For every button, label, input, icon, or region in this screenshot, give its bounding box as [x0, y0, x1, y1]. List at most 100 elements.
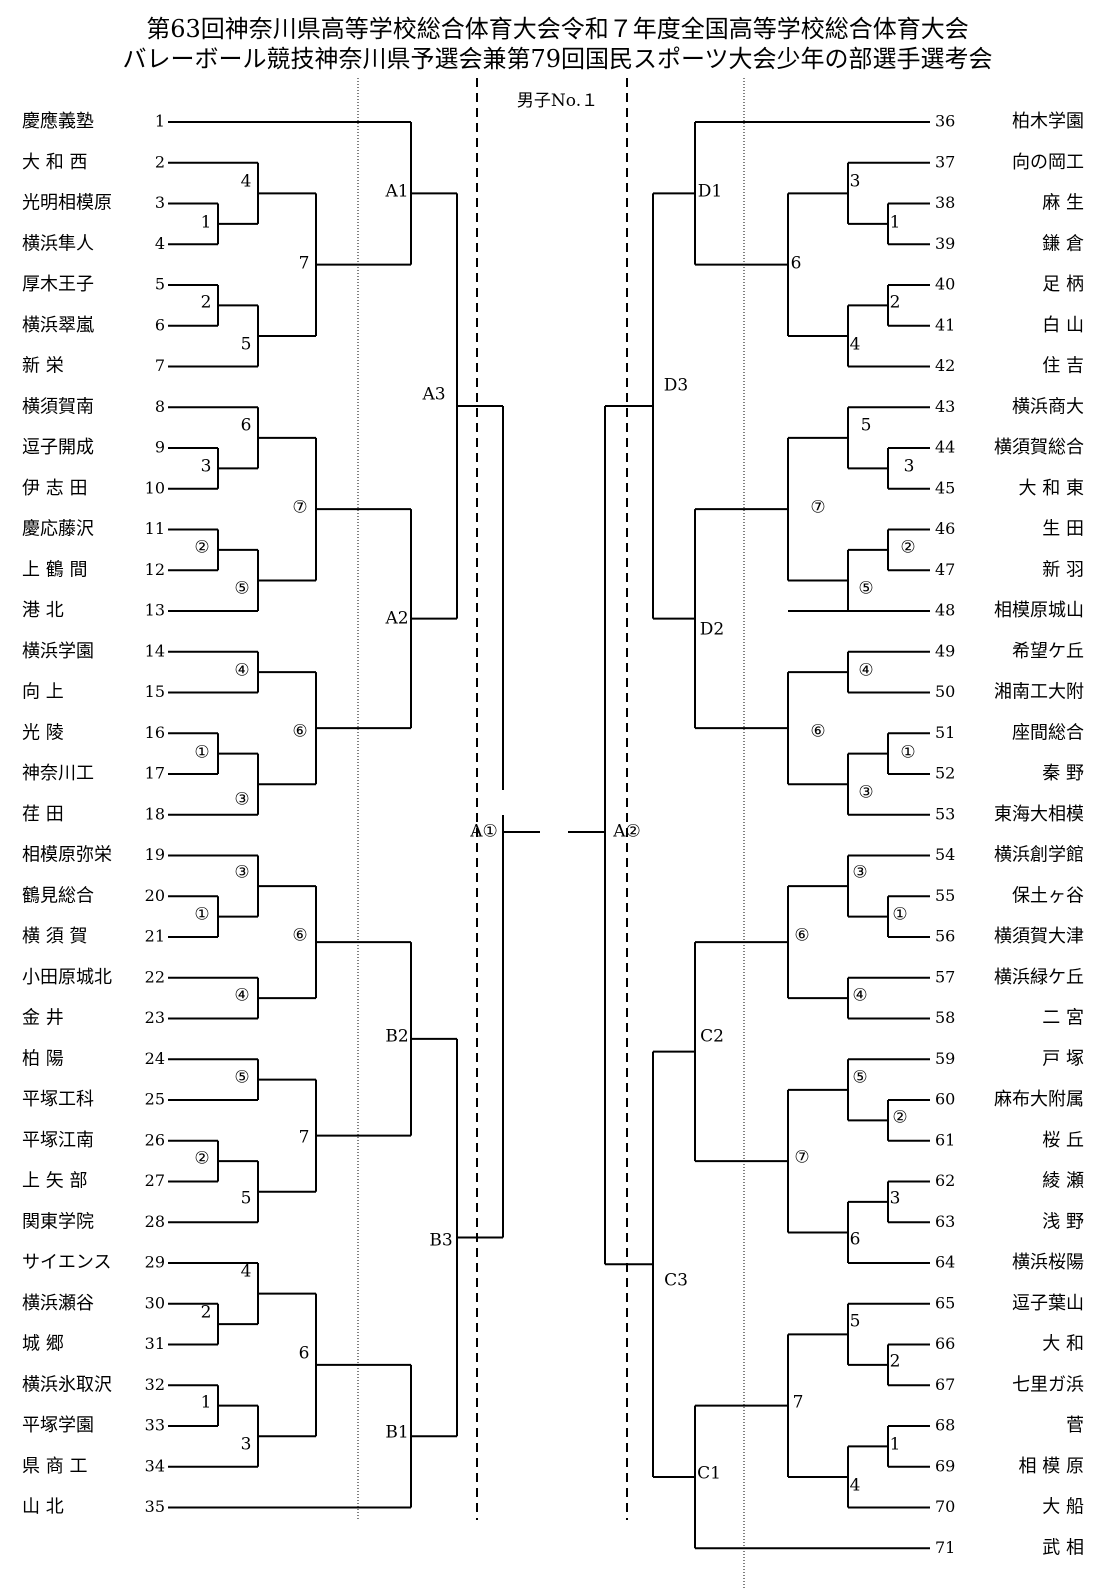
seed-number: 32 — [145, 1375, 165, 1394]
team-name: 城 郷 — [22, 1334, 64, 1355]
seed-number: 66 — [935, 1334, 955, 1353]
match-label: A3 — [421, 385, 445, 405]
seed-number: 16 — [145, 723, 165, 742]
match-label: 4 — [850, 1476, 861, 1496]
team-name: 厚木王子 — [22, 274, 94, 295]
team-name: 慶応藤沢 — [22, 519, 94, 540]
team-name: 鎌 倉 — [1042, 233, 1084, 254]
match-label: ⑥ — [292, 926, 307, 946]
team-name: 横須賀総合 — [994, 437, 1084, 458]
seed-number: 25 — [145, 1090, 165, 1109]
seed-number: 41 — [935, 315, 955, 334]
match-label: ④ — [852, 986, 867, 1006]
match-label: D2 — [700, 620, 724, 640]
team-name: 住 吉 — [1042, 356, 1084, 377]
match-label: 4 — [241, 1262, 252, 1282]
seed-number: 15 — [145, 682, 165, 701]
seed-number: 55 — [935, 886, 955, 905]
seed-number: 31 — [145, 1334, 165, 1353]
seed-number: 8 — [155, 397, 165, 416]
match-label: 4 — [241, 172, 252, 192]
seed-number: 71 — [935, 1538, 955, 1557]
seed-number: 17 — [145, 764, 165, 783]
seed-number: 6 — [155, 315, 165, 334]
team-name: 平塚江南 — [22, 1130, 94, 1151]
team-name: 慶應義塾 — [22, 110, 94, 132]
seed-number: 69 — [935, 1456, 955, 1475]
match-label: 1 — [890, 213, 901, 233]
team-name: 横浜瀬谷 — [22, 1293, 94, 1314]
match-label: ⑥ — [292, 722, 307, 742]
team-name: 戸 塚 — [1042, 1048, 1084, 1069]
seed-number: 44 — [935, 438, 955, 457]
match-label: C1 — [697, 1464, 721, 1484]
team-name: 逗子開成 — [22, 437, 94, 458]
seed-number: 26 — [145, 1130, 165, 1149]
seed-number: 68 — [935, 1416, 955, 1435]
seed-number: 18 — [145, 804, 165, 823]
match-label: A① — [469, 822, 498, 842]
seed-number: 23 — [145, 1008, 165, 1027]
match-label: C2 — [700, 1027, 724, 1047]
seed-number: 10 — [145, 478, 165, 497]
seed-number: 47 — [935, 560, 955, 579]
seed-number: 5 — [155, 275, 165, 294]
match-label: 3 — [241, 1435, 252, 1455]
seed-number: 28 — [145, 1212, 165, 1231]
team-name: 横浜翠嵐 — [22, 315, 94, 336]
team-name: 保土ヶ谷 — [1012, 885, 1084, 906]
seed-number: 36 — [935, 112, 955, 131]
team-name: 山 北 — [22, 1497, 64, 1518]
seed-number: 52 — [935, 764, 955, 783]
seed-number: 19 — [145, 845, 165, 864]
team-name: 湘南工大附 — [994, 682, 1084, 703]
match-label: ⑤ — [234, 579, 249, 599]
team-name: 七里ガ浜 — [1012, 1374, 1084, 1395]
match-label: 5 — [850, 1312, 861, 1332]
team-name: 柏 陽 — [22, 1048, 64, 1069]
match-label: 7 — [793, 1393, 804, 1413]
seed-number: 48 — [935, 601, 955, 620]
team-name: 柏木学園 — [1012, 111, 1084, 132]
seed-number: 22 — [145, 967, 165, 986]
match-label: ② — [892, 1108, 907, 1128]
seed-number: 49 — [935, 641, 955, 660]
match-label: ⑥ — [794, 926, 809, 946]
match-label: 1 — [890, 1435, 901, 1455]
title-line-1: 第63回神奈川県高等学校総合体育大会令和７年度全国高等学校総合体育大会 — [146, 15, 969, 43]
seed-number: 42 — [935, 356, 955, 375]
match-label: ① — [892, 905, 907, 925]
team-name: 相模原弥栄 — [22, 845, 112, 866]
match-label: 1 — [201, 213, 212, 233]
team-name: 生 田 — [1042, 519, 1084, 540]
seed-number: 53 — [935, 804, 955, 823]
match-label: B3 — [429, 1231, 452, 1251]
team-name: 大 和 — [1042, 1334, 1084, 1355]
team-name: 横浜創学館 — [994, 845, 1084, 866]
team-name: 綾 瀬 — [1042, 1171, 1084, 1192]
match-label: ④ — [234, 661, 249, 681]
match-label: ⑥ — [810, 722, 825, 742]
match-label: ⑦ — [810, 498, 825, 518]
seed-number: 24 — [145, 1049, 165, 1068]
team-name: 小田原城北 — [22, 967, 112, 988]
team-name: 麻布大附属 — [994, 1089, 1084, 1110]
seed-number: 21 — [145, 927, 165, 946]
match-label: ① — [194, 905, 209, 925]
match-label: 6 — [850, 1230, 861, 1250]
match-label: ③ — [858, 783, 873, 803]
match-label: 4 — [850, 335, 861, 355]
match-label: 3 — [904, 457, 915, 477]
seed-number: 60 — [935, 1090, 955, 1109]
team-name: 桜 丘 — [1042, 1130, 1084, 1151]
match-label: B1 — [385, 1423, 408, 1443]
team-name: 横浜商大 — [1012, 396, 1084, 417]
seed-number: 70 — [935, 1497, 955, 1516]
seed-number: 57 — [935, 967, 955, 986]
seed-number: 35 — [145, 1497, 165, 1516]
seed-number: 12 — [145, 560, 165, 579]
team-name: 向の岡工 — [1012, 152, 1084, 173]
seed-number: 37 — [935, 152, 955, 171]
seed-number: 51 — [935, 723, 955, 742]
match-label: ① — [194, 743, 209, 763]
